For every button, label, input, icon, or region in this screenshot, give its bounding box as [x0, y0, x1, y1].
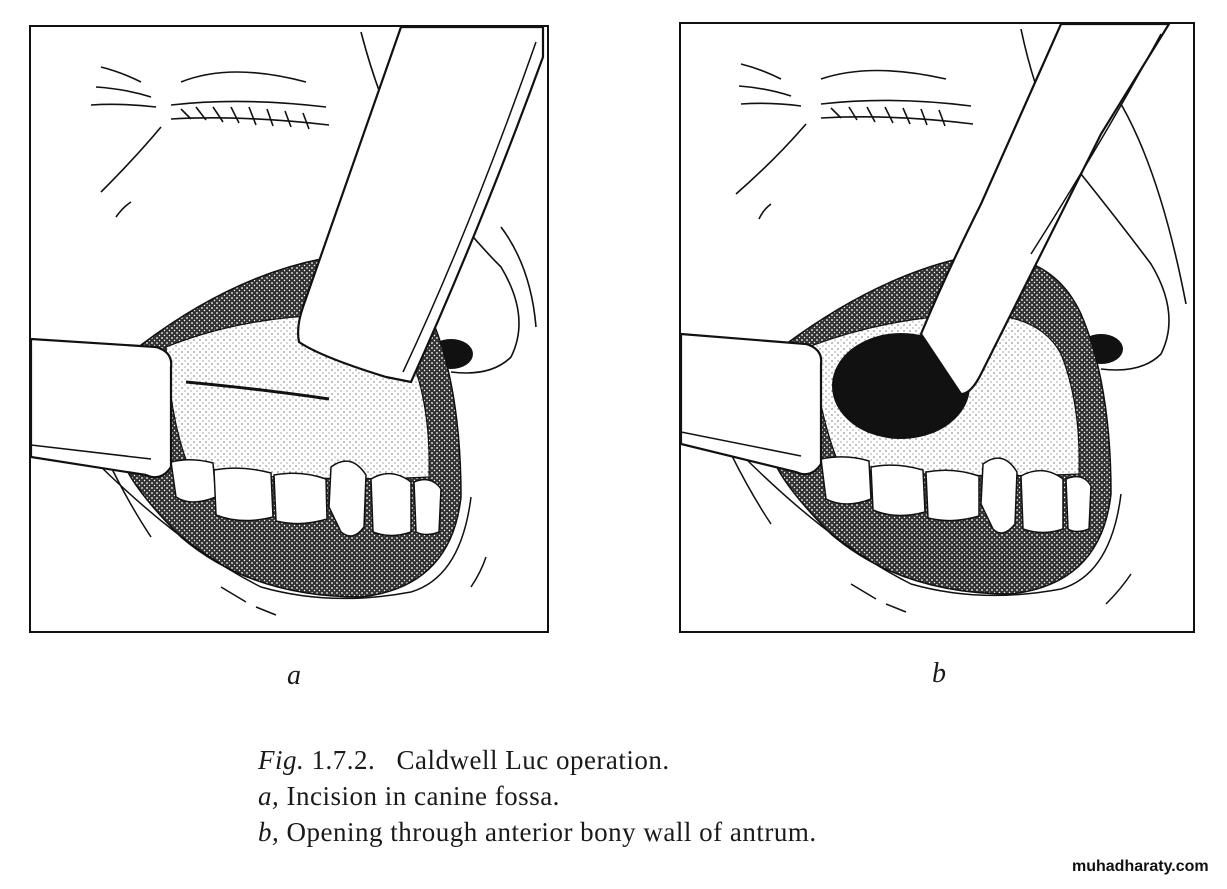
caption-item-a-text: Incision in canine fossa.	[286, 781, 560, 811]
caption-item-b: b, Opening through anterior bony wall of…	[258, 814, 1018, 850]
caption-title-line: Fig. 1.7.2. Caldwell Luc operation.	[258, 742, 1018, 778]
illustration-panel-b	[679, 22, 1195, 633]
caption-fig-prefix: Fig.	[258, 745, 305, 775]
caldwell-luc-opening-drawing	[681, 24, 1187, 613]
caption-fig-title: Caldwell Luc operation.	[396, 745, 670, 775]
lip-retractor	[297, 27, 545, 384]
cheek-retractor	[31, 337, 173, 479]
incision-line	[185, 380, 330, 401]
caption-item-b-text: Opening through anterior bony wall of an…	[286, 817, 817, 847]
lower-lip	[740, 453, 1122, 597]
caption-item-a-letter: a,	[258, 781, 280, 811]
illustration-panel-a	[29, 25, 549, 633]
figure-caption: Fig. 1.7.2. Caldwell Luc operation. a, I…	[258, 742, 1018, 850]
caption-item-a: a, Incision in canine fossa.	[258, 778, 1018, 814]
cheek-retractor	[681, 332, 823, 476]
eye-sketch	[90, 66, 330, 218]
upper-teeth	[820, 456, 1092, 534]
panel-label-b: b	[932, 658, 946, 689]
caption-fig-number: 1.7.2.	[311, 745, 376, 775]
panel-label-a: a	[287, 660, 301, 691]
site-watermark: muhadharaty.com	[1072, 858, 1209, 875]
upper-teeth	[170, 459, 442, 537]
lower-lip	[90, 456, 472, 600]
lip-retractor	[919, 24, 1171, 396]
caldwell-luc-incision-drawing	[31, 27, 545, 616]
caption-item-b-letter: b,	[258, 817, 280, 847]
eye-sketch	[735, 63, 974, 220]
